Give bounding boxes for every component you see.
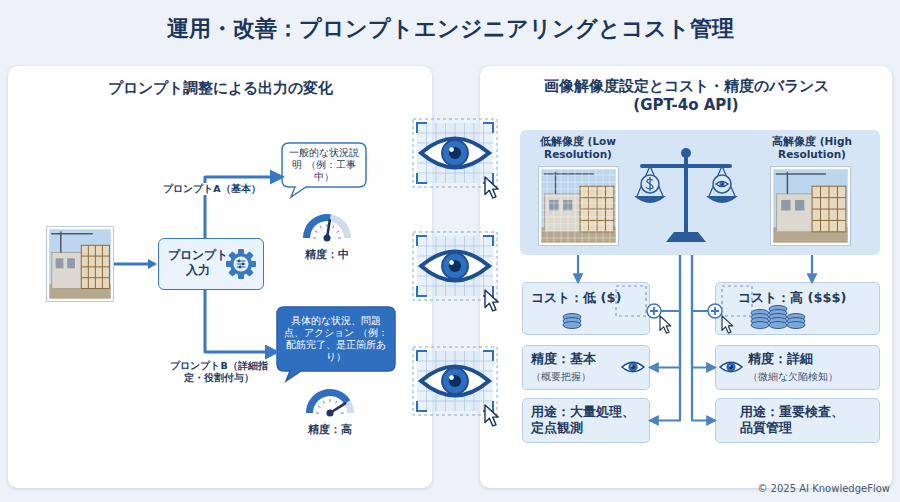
connector-arrow bbox=[692, 255, 715, 421]
bubble-text: 一般的な状況説明 （例：工事中） bbox=[282, 144, 366, 186]
eye-icon bbox=[716, 181, 728, 186]
resolution-label: 低解像度 (Low Resolution) bbox=[520, 135, 636, 161]
output-bubble: 具体的な状況、問題点、アクション （例：配筋完了、是正箇所あり） bbox=[277, 307, 395, 371]
bubble-text: 具体的な状況、問題点、アクション （例：配筋完了、是正箇所あり） bbox=[277, 312, 395, 366]
box-label: プロンプト 入力 bbox=[163, 248, 233, 278]
flow-arrow bbox=[114, 263, 155, 266]
scan-frame bbox=[413, 347, 497, 415]
gauge-label: 精度：高 bbox=[290, 423, 370, 436]
balance-scale bbox=[634, 148, 738, 242]
eye-icon bbox=[421, 139, 489, 168]
panel-heading: 画像解像度設定とコスト・精度のバランス (GPT-4o API) bbox=[530, 77, 842, 115]
coin-stack bbox=[769, 306, 787, 329]
eye-icon bbox=[421, 367, 489, 396]
eye-icon bbox=[421, 252, 489, 281]
resolution-band: 低解像度 (Low Resolution) 高解像度 (High Resoluti… bbox=[520, 130, 880, 255]
construction-photo bbox=[771, 167, 851, 246]
plus-icon bbox=[708, 304, 722, 318]
box-label: 用途：重要検査、品質管理 bbox=[740, 404, 852, 435]
construction-photo bbox=[47, 227, 114, 302]
coin-stack bbox=[787, 314, 805, 329]
box-label: 精度：詳細 bbox=[748, 351, 813, 367]
construction-photo bbox=[539, 167, 619, 246]
usage-box: 用途：大量処理、定点観測 bbox=[522, 398, 650, 443]
cost-box: コスト：低 ($) bbox=[522, 282, 650, 335]
copyright-note: © 2025 AI KnowledgeFlow bbox=[700, 483, 890, 496]
panel-heading: プロンプト調整による出力の変化 bbox=[8, 79, 432, 98]
connector-arrow bbox=[205, 290, 277, 352]
dashed-frame bbox=[722, 286, 752, 316]
connector-arrow bbox=[692, 255, 715, 368]
box-label: コスト：低 ($) bbox=[531, 290, 621, 306]
mouse-cursor bbox=[722, 316, 733, 333]
accuracy-box: 精度：詳細 （微細な欠陥検知） bbox=[715, 345, 880, 390]
dashed-frame bbox=[616, 286, 646, 316]
box-label: 精度：基本 bbox=[531, 351, 596, 367]
accuracy-gauge bbox=[306, 389, 354, 417]
connector-arrow bbox=[650, 255, 680, 421]
edge-label: プロンプトA（基本） bbox=[156, 183, 268, 195]
arrow-head bbox=[148, 259, 157, 269]
mouse-cursor bbox=[485, 405, 498, 426]
connector-arrow bbox=[811, 255, 813, 282]
bubble-outline bbox=[282, 143, 366, 197]
scan-frame bbox=[413, 119, 497, 187]
cost-box: コスト：高 ($$$) bbox=[715, 282, 880, 335]
connector-arrow bbox=[650, 255, 680, 368]
mouse-cursor bbox=[660, 316, 671, 333]
eye-icon bbox=[622, 362, 644, 371]
mouse-cursor bbox=[485, 290, 498, 311]
gauge-label: 精度：中 bbox=[287, 248, 367, 261]
resolution-label: 高解像度 (High Resolution) bbox=[750, 135, 874, 161]
eye-icon bbox=[720, 362, 742, 371]
prompt-panel: プロンプト調整による出力の変化プロンプト 入力 一般的な状況説明 （例：工事中） 具… bbox=[8, 66, 432, 488]
bubble-outline bbox=[277, 307, 395, 381]
gear-icon bbox=[226, 249, 256, 279]
output-bubble: 一般的な状況説明 （例：工事中） bbox=[282, 143, 366, 187]
branch-line bbox=[661, 310, 709, 312]
accuracy-gauge bbox=[303, 214, 351, 242]
usage-box: 用途：重要検査、品質管理 bbox=[715, 398, 880, 443]
edge-label: プロンプトB（詳細指定・役割付与） bbox=[163, 360, 275, 384]
mouse-cursor bbox=[485, 177, 498, 198]
coin-stack bbox=[563, 314, 581, 329]
prompt-input-box: プロンプト 入力 bbox=[158, 238, 264, 290]
box-note: （微細な欠陥検知） bbox=[748, 371, 838, 383]
accuracy-box: 精度：基本 （概要把握） bbox=[522, 345, 650, 390]
diagram-title: 運用・改善：プロンプトエンジニアリングとコスト管理 bbox=[0, 14, 900, 44]
box-note: （概要把握） bbox=[531, 371, 591, 383]
resolution-panel: 画像解像度設定とコスト・精度のバランス (GPT-4o API) 低解像度 (Lo… bbox=[480, 66, 892, 488]
coin-stack bbox=[751, 310, 769, 329]
box-label: コスト：高 ($$$) bbox=[738, 290, 847, 306]
connector-arrow bbox=[577, 255, 579, 282]
plus-icon bbox=[647, 304, 661, 318]
scan-frame bbox=[413, 232, 497, 300]
box-label: 用途：大量処理、定点観測 bbox=[531, 404, 639, 435]
